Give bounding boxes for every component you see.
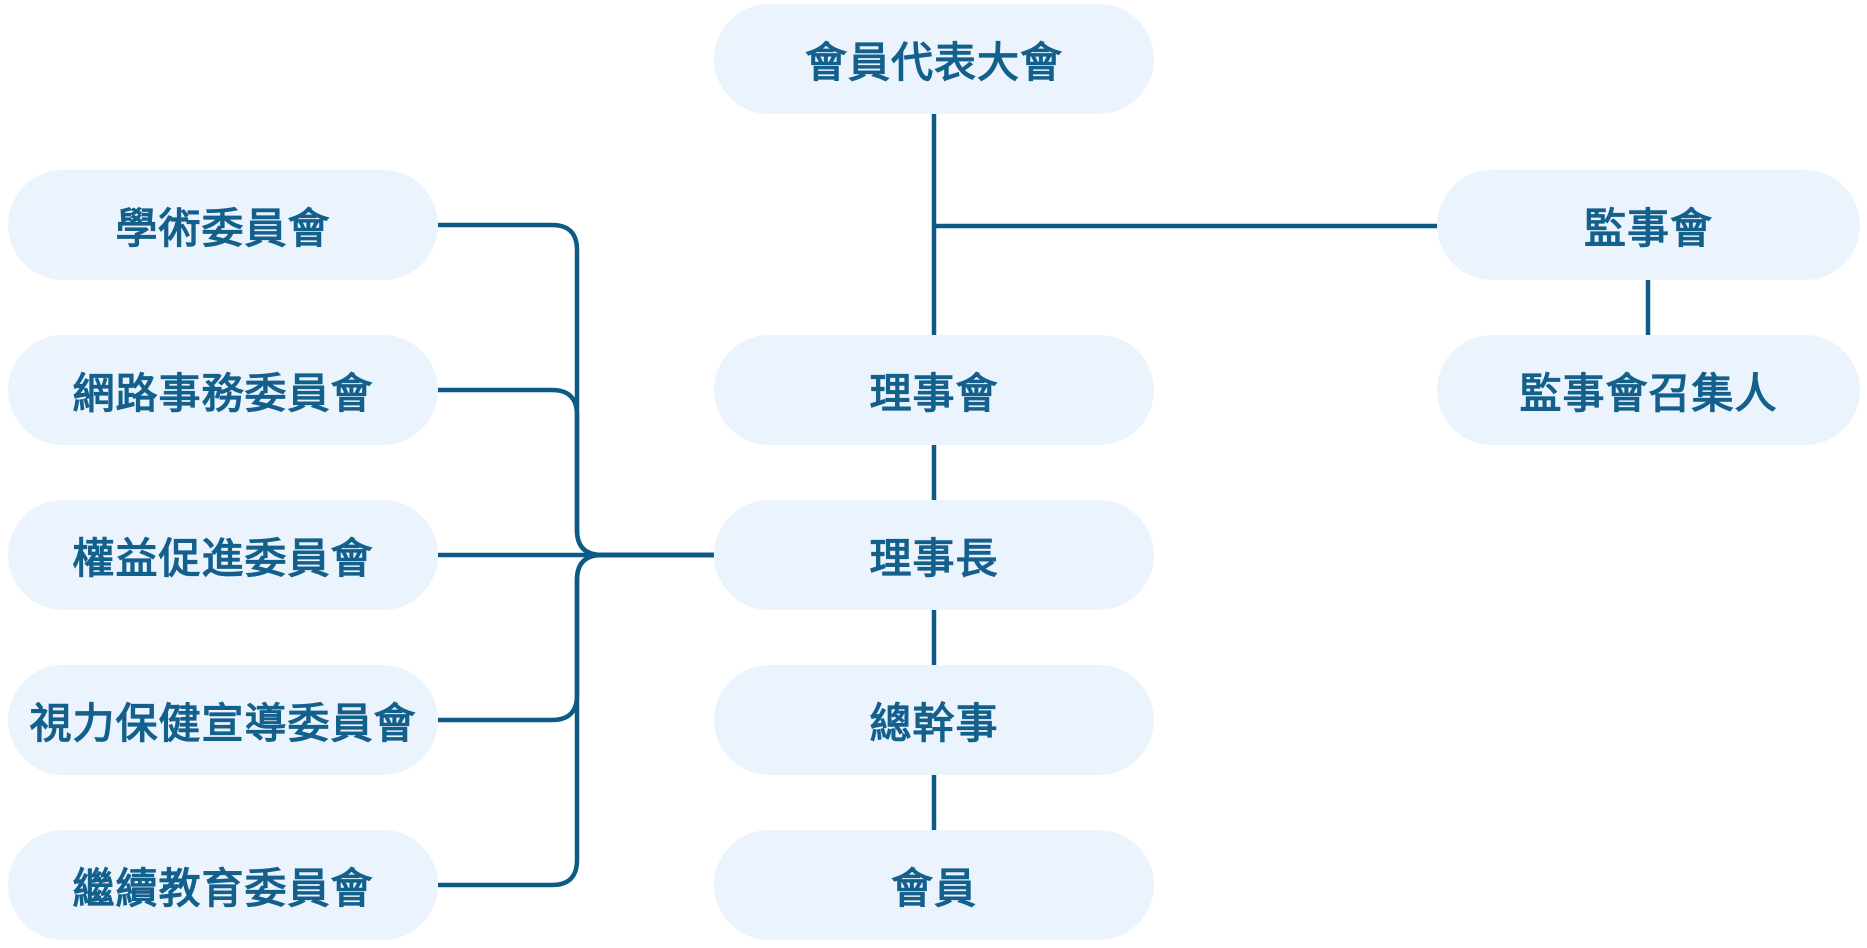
node-network-affairs-committee-label: 網路事務委員會 [72, 369, 374, 417]
node-academic-committee: 學術委員會 [8, 170, 438, 280]
node-rights-promotion-committee-label: 權益促進委員會 [72, 534, 374, 582]
node-academic-committee-label: 學術委員會 [115, 204, 331, 252]
node-network-affairs-committee: 網路事務委員會 [8, 335, 438, 445]
node-vision-health-committee-label: 視力保健宣導委員會 [29, 699, 417, 747]
connector-education-chairman [438, 552, 714, 888]
node-vision-health-committee: 視力保健宣導委員會 [8, 665, 438, 775]
node-board-of-directors: 理事會 [714, 335, 1154, 445]
node-members: 會員 [714, 830, 1154, 940]
node-chairman: 理事長 [714, 500, 1154, 610]
node-supervisors-convener: 監事會召集人 [1437, 335, 1860, 445]
node-secretary-general: 總幹事 [714, 665, 1154, 775]
node-board-of-supervisors-label: 監事會 [1583, 204, 1713, 252]
node-rights-promotion-committee: 權益促進委員會 [8, 500, 438, 610]
node-secretary-general-label: 總幹事 [869, 699, 999, 747]
node-board-of-directors-label: 理事會 [869, 369, 999, 417]
node-continuing-education-committee-label: 繼續教育委員會 [72, 864, 374, 912]
node-board-of-supervisors: 監事會 [1437, 170, 1860, 280]
node-member-assembly: 會員代表大會 [714, 4, 1154, 114]
node-member-assembly-label: 會員代表大會 [804, 38, 1063, 86]
connector-network-chairman [438, 387, 714, 558]
node-chairman-label: 理事長 [869, 534, 999, 582]
node-members-label: 會員 [890, 864, 977, 912]
node-supervisors-convener-label: 監事會召集人 [1519, 369, 1778, 417]
node-continuing-education-committee: 繼續教育委員會 [8, 830, 438, 940]
